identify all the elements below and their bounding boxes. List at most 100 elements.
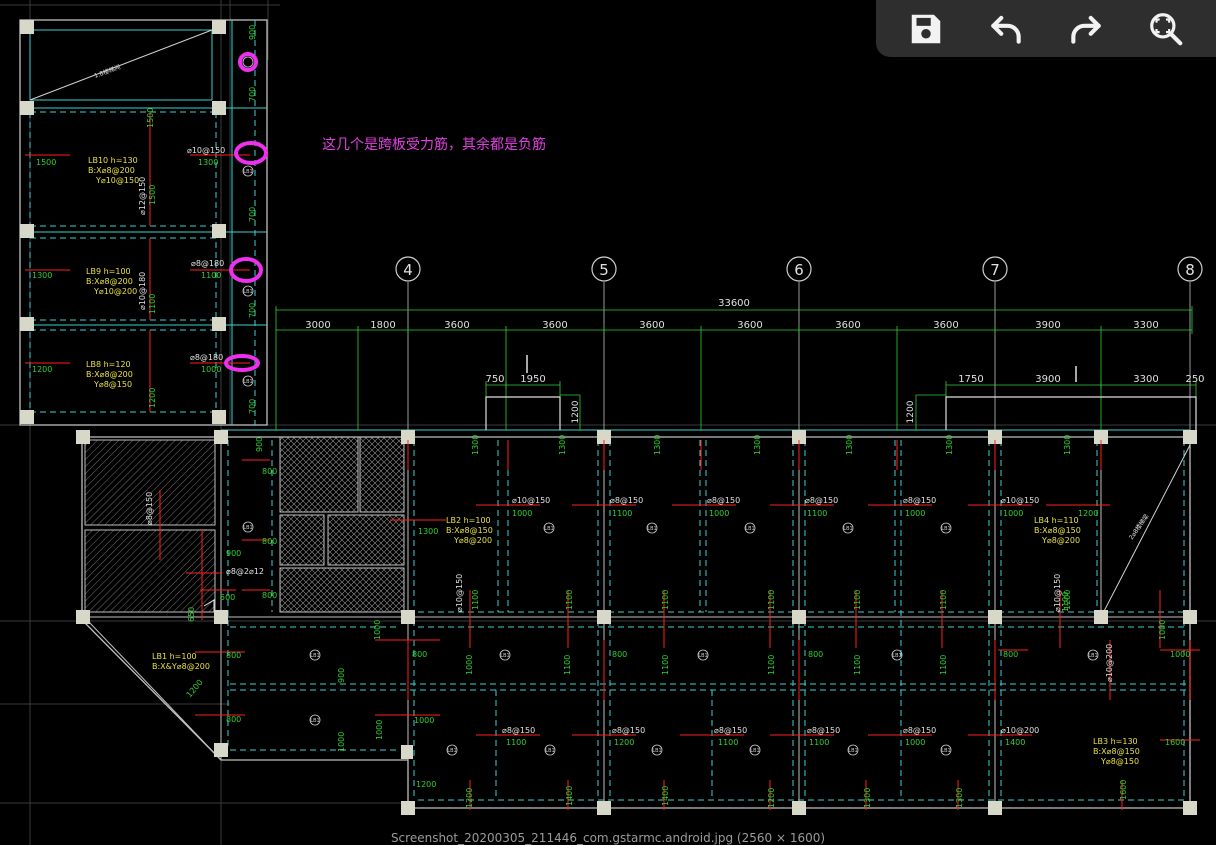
stair-symbol xyxy=(203,599,215,612)
misc-text: ⌀10@150 xyxy=(1053,574,1062,612)
slab-tag-text: LB1 xyxy=(843,526,852,532)
vdim-text: 1100 xyxy=(565,590,574,610)
dim-text: 3600 xyxy=(444,320,469,331)
dim-text: 3900 xyxy=(1035,320,1060,331)
slab-labels: LB10 h=130 B:X⌀8@200 Y⌀10@150 LB9 h=100 … xyxy=(86,156,1140,766)
vdim-text: 1000 xyxy=(465,655,474,675)
misc-text: 800 xyxy=(808,650,823,659)
vertical-dims-mid: 1100 1100 1100 1100 1100 1100 1200 xyxy=(471,590,1072,610)
slab-tag-text: LB1 xyxy=(310,718,319,724)
vdim-text: 1300 xyxy=(653,435,662,455)
zoom-extents-icon xyxy=(1150,12,1183,45)
rebar-annotations-upper: ⌀10@150 1000 ⌀8@150 1100 ⌀8@150 1000 ⌀8@… xyxy=(512,496,1039,518)
slab-tags xyxy=(242,56,1099,756)
slab-label-lb1: LB1 h=100 xyxy=(152,652,197,661)
dim-text: 3300 xyxy=(1133,374,1158,385)
vdim-text: 1300 xyxy=(753,435,762,455)
rebar-text: 1500 xyxy=(148,185,157,205)
dim-text: 1800 xyxy=(370,320,395,331)
slab-label-lb10: LB10 h=130 xyxy=(88,156,138,165)
misc-text: 900 xyxy=(337,668,346,683)
dim-text: 3600 xyxy=(639,320,664,331)
slab-label-lb3: LB3 h=130 xyxy=(1093,737,1138,746)
dim-text: 3600 xyxy=(933,320,958,331)
rebar-text: 1200 xyxy=(32,365,52,374)
rebar-text: ⌀10@200 xyxy=(1001,726,1039,735)
misc-text: 650 xyxy=(187,607,196,622)
rebar-text: ⌀10@150 xyxy=(187,146,225,155)
vertical-dims-bottom: 1200 1400 1400 1200 1300 1300 1600 xyxy=(465,780,1128,808)
rebar-text: 1000 xyxy=(905,738,925,747)
rebar-text: ⌀8@150 xyxy=(805,496,838,505)
vertical-dims-top: 1300 1300 1300 1300 1300 1300 1300 xyxy=(471,435,1072,455)
vdim-text: 1100 xyxy=(661,590,670,610)
rebar-text: 700 xyxy=(248,303,257,318)
dim-text: 3600 xyxy=(542,320,567,331)
slab-label-lb2: Y⌀8@200 xyxy=(453,536,492,545)
total-dimension: 33600 xyxy=(718,298,750,309)
rebar-text: 1000 xyxy=(201,365,221,374)
slab-tag-text: LB1 xyxy=(310,653,319,659)
rebar-text: 1500 xyxy=(36,158,56,167)
undo-icon xyxy=(991,15,1021,44)
dim-1200-right: 1200 xyxy=(906,400,916,423)
save-button[interactable] xyxy=(902,5,950,53)
rebar-text: ⌀8@150 xyxy=(714,726,747,735)
dim-text: 1950 xyxy=(520,374,545,385)
redo-button[interactable] xyxy=(1062,5,1110,53)
rebar-text: 1100 xyxy=(148,294,157,314)
rebar-annotations-left: ⌀10@150 1300 ⌀8@180 1100 ⌀8@180 1000 150… xyxy=(32,25,257,414)
vdim-text: 1100 xyxy=(563,655,572,675)
dim-text: 3300 xyxy=(1133,320,1158,331)
dim-1200-left: 1200 xyxy=(571,400,581,423)
image-caption: Screenshot_20200305_211446_com.gstarmc.a… xyxy=(390,831,826,845)
misc-text: 800 xyxy=(262,591,277,600)
misc-text: ⌀8@150 xyxy=(145,492,154,525)
rebar-text: 1100 xyxy=(612,509,632,518)
slab-label-lb9: B:X⌀8@200 xyxy=(86,277,133,286)
slab-label-lb9: Y⌀10@200 xyxy=(93,287,137,296)
slab-label-lb8: B:X⌀8@200 xyxy=(86,370,133,379)
misc-text: 800 xyxy=(226,715,241,724)
vdim-text: 1300 xyxy=(1063,435,1072,455)
dimensions-row2: 750 1950 1750 3900 3300 250 xyxy=(485,374,1204,385)
misc-text: 800 xyxy=(412,650,427,659)
vdim-text: 1100 xyxy=(767,655,776,675)
rebar-text: 1300 xyxy=(198,158,218,167)
misc-text: 900 xyxy=(226,549,241,558)
slab-tag-text: LB1 xyxy=(243,525,252,531)
slab-tag-text: LB1 xyxy=(544,526,553,532)
slab-label-lb1: B:X&Y⌀8@200 xyxy=(152,662,210,671)
misc-text: 1000 xyxy=(337,732,346,752)
slab-tag-text: LB1 xyxy=(750,748,759,754)
rebar-text: ⌀8@150 xyxy=(610,496,643,505)
slab-label-lb4: Y⌀8@200 xyxy=(1041,536,1080,545)
vdim-text: 1300 xyxy=(955,788,964,808)
dim-text: 3000 xyxy=(305,320,330,331)
vdim-text: 1200 xyxy=(465,788,474,808)
slab-label-lb10: Y⌀10@150 xyxy=(95,176,139,185)
slab-tag-text: LB1 xyxy=(243,289,252,295)
slab-tag-text: LB1 xyxy=(1088,653,1097,659)
misc-text: ⌀10@200 xyxy=(1105,644,1114,682)
slab-label-lb4: B:X⌀8@150 xyxy=(1034,526,1081,535)
rebar-text: ⌀8@150 xyxy=(903,496,936,505)
rebar-text: 1000 xyxy=(1003,509,1023,518)
vdim-text: 1300 xyxy=(471,435,480,455)
slab-label-lb8: Y⌀8@150 xyxy=(93,380,132,389)
rebar-text: 1000 xyxy=(905,509,925,518)
annotation-note: 这几个是跨板受力筋，其余都是负筋 xyxy=(322,137,546,153)
axis-bubbles: 4 5 6 7 8 xyxy=(395,256,1203,430)
undo-button[interactable] xyxy=(982,5,1030,53)
slab-label-lb3: B:X⌀8@150 xyxy=(1093,747,1140,756)
axis-label-6: 6 xyxy=(794,261,804,279)
rebar-text: ⌀8@150 xyxy=(807,726,840,735)
rebar-text: 1500 xyxy=(146,108,155,128)
misc-text: 1200 xyxy=(185,678,205,699)
rebar-text: ⌀8@150 xyxy=(903,726,936,735)
zoom-extents-button[interactable] xyxy=(1142,5,1190,53)
slab-tag-texts: LB1 LB1 LB1 LB1 LB1 LB1 LB1 LB1 LB1 LB1 … xyxy=(243,169,1097,754)
slab-tag-text: LB1 xyxy=(848,748,857,754)
